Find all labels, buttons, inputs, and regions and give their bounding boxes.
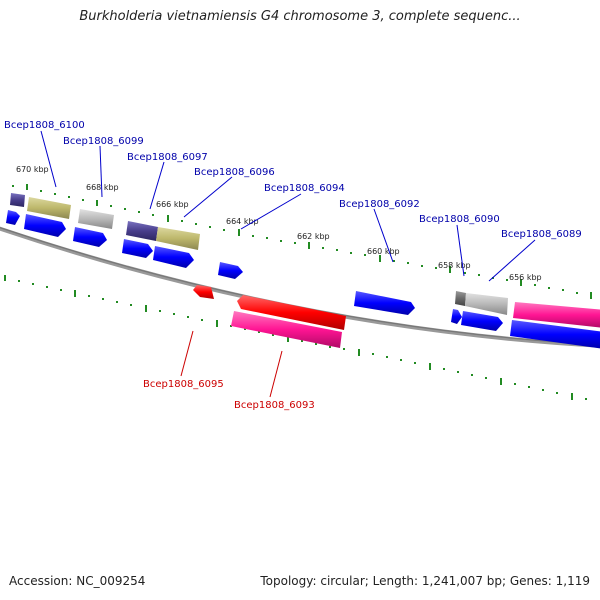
gene-feature[interactable] (193, 285, 214, 299)
map-title: Burkholderia vietnamiensis G4 chromosome… (79, 9, 521, 24)
scale-label: 670 kbp (16, 165, 49, 174)
gene-feature[interactable] (73, 227, 107, 247)
gene-feature[interactable] (218, 262, 243, 279)
gene-label[interactable]: Bcep1808_6089 (501, 229, 582, 240)
scale-label: 660 kbp (367, 247, 400, 256)
gene-feature[interactable] (126, 221, 158, 241)
scale-label: 668 kbp (86, 183, 119, 192)
gene-label[interactable]: Bcep1808_6092 (339, 199, 420, 210)
gene-feature[interactable] (510, 320, 600, 349)
gene-feature[interactable] (231, 311, 342, 348)
accession-text: Accession: NC_009254 (9, 574, 146, 588)
gene-feature[interactable] (455, 291, 466, 306)
scale-label: 658 kbp (438, 261, 471, 270)
gene-label[interactable]: Bcep1808_6096 (194, 167, 275, 178)
gene-feature[interactable] (6, 210, 20, 225)
gene-feature[interactable] (465, 293, 508, 315)
gene-feature[interactable] (153, 246, 194, 268)
gene-label[interactable]: Bcep1808_6093 (234, 400, 315, 411)
gene-feature[interactable] (513, 302, 600, 328)
gene-feature[interactable] (354, 291, 415, 315)
gene-label[interactable]: Bcep1808_6097 (127, 152, 208, 163)
gene-feature[interactable] (156, 227, 200, 250)
gene-feature[interactable] (237, 295, 346, 330)
label-connectors (40, 130, 536, 282)
gene-label[interactable]: Bcep1808_6100 (4, 120, 85, 131)
scale-label: 664 kbp (226, 217, 259, 226)
summary-text: Topology: circular; Length: 1,241,007 bp… (260, 574, 590, 588)
gene-feature[interactable] (78, 209, 114, 229)
scale-ticks-upper (12, 184, 592, 299)
scale-label: 656 kbp (509, 273, 542, 282)
gene-feature[interactable] (122, 239, 153, 258)
gene-feature[interactable] (24, 214, 66, 237)
scale-label: 662 kbp (297, 232, 330, 241)
gene-label[interactable]: Bcep1808_6094 (264, 183, 345, 194)
scale-label: 666 kbp (156, 200, 189, 209)
scale-ticks-lower (4, 275, 587, 400)
gene-label[interactable]: Bcep1808_6099 (63, 136, 144, 147)
gene-feature[interactable] (10, 193, 25, 207)
gene-feature[interactable] (451, 309, 462, 324)
gene-feature[interactable] (461, 311, 503, 331)
label-connectors-minus (180, 330, 283, 398)
gene-label[interactable]: Bcep1808_6090 (419, 214, 500, 225)
gene-label[interactable]: Bcep1808_6095 (143, 379, 224, 390)
gene-feature[interactable] (27, 197, 71, 219)
